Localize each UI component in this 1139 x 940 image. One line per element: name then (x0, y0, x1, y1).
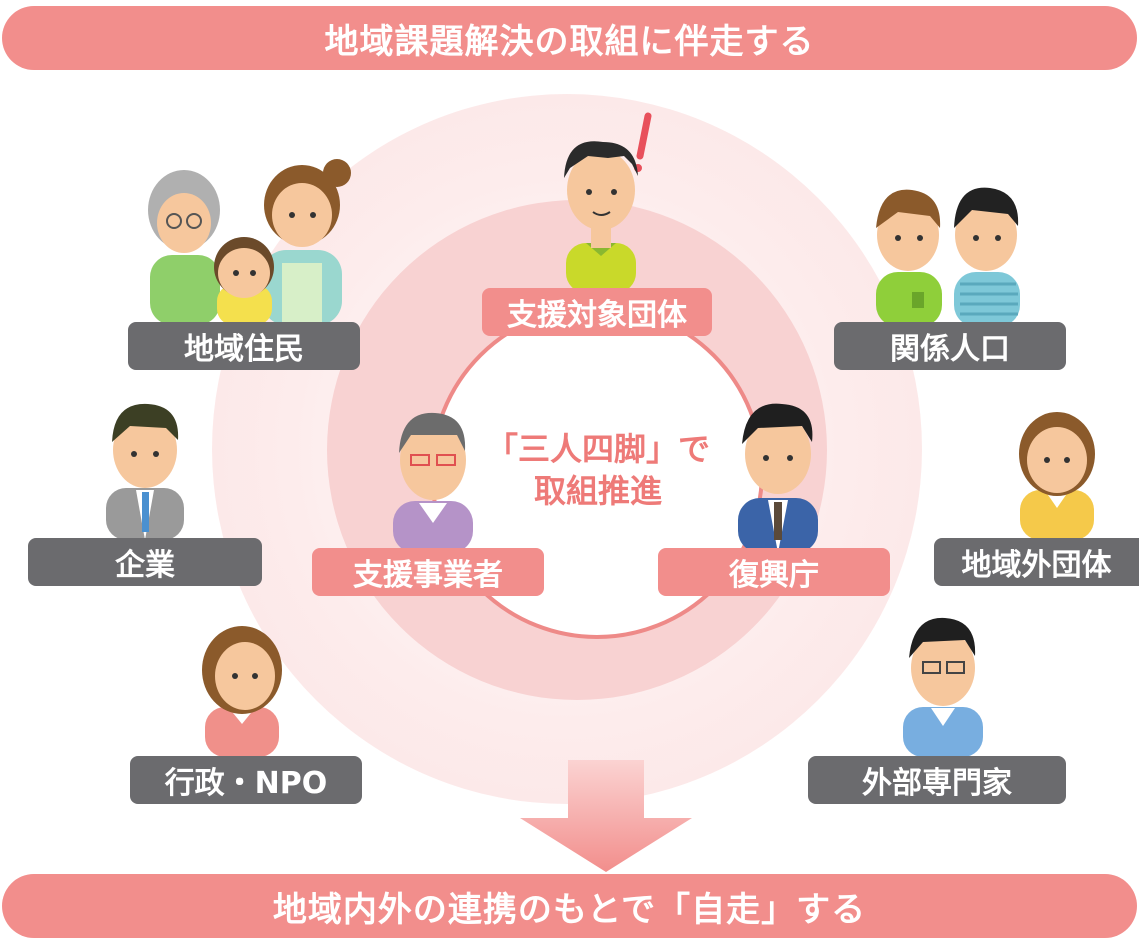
related-population-label: 関係人口 (834, 322, 1066, 370)
related-population-icon (876, 187, 1020, 325)
center-line2: 取組推進 (533, 472, 662, 510)
down-arrow-icon (520, 760, 692, 872)
outside-org-person-icon (1019, 412, 1095, 540)
agency-person-icon (738, 403, 818, 553)
residents-label: 地域住民 (128, 322, 360, 370)
top-banner: 地域課題解決の取組に伴走する (2, 6, 1137, 70)
target-person-icon (564, 112, 652, 290)
center-text: 「三人四脚」で 取組推進 (468, 428, 728, 512)
supporter-person-icon (393, 412, 473, 553)
company-person-icon (106, 403, 184, 540)
agency-label: 復興庁 (658, 548, 890, 596)
bottom-banner: 地域内外の連携のもとで「自走」する (2, 874, 1137, 938)
government-npo-person-icon (202, 626, 282, 757)
external-expert-person-icon (903, 617, 983, 757)
supporter-label: 支援事業者 (312, 548, 544, 596)
company-label: 企業 (28, 538, 262, 586)
center-line1: 「三人四脚」で (485, 430, 710, 468)
external-expert-label: 外部専門家 (808, 756, 1066, 804)
outside-org-label: 地域外団体 (934, 538, 1139, 586)
target-group-label: 支援対象団体 (482, 288, 712, 336)
residents-family-icon (148, 159, 351, 325)
government-npo-label: 行政・NPO (130, 756, 362, 804)
